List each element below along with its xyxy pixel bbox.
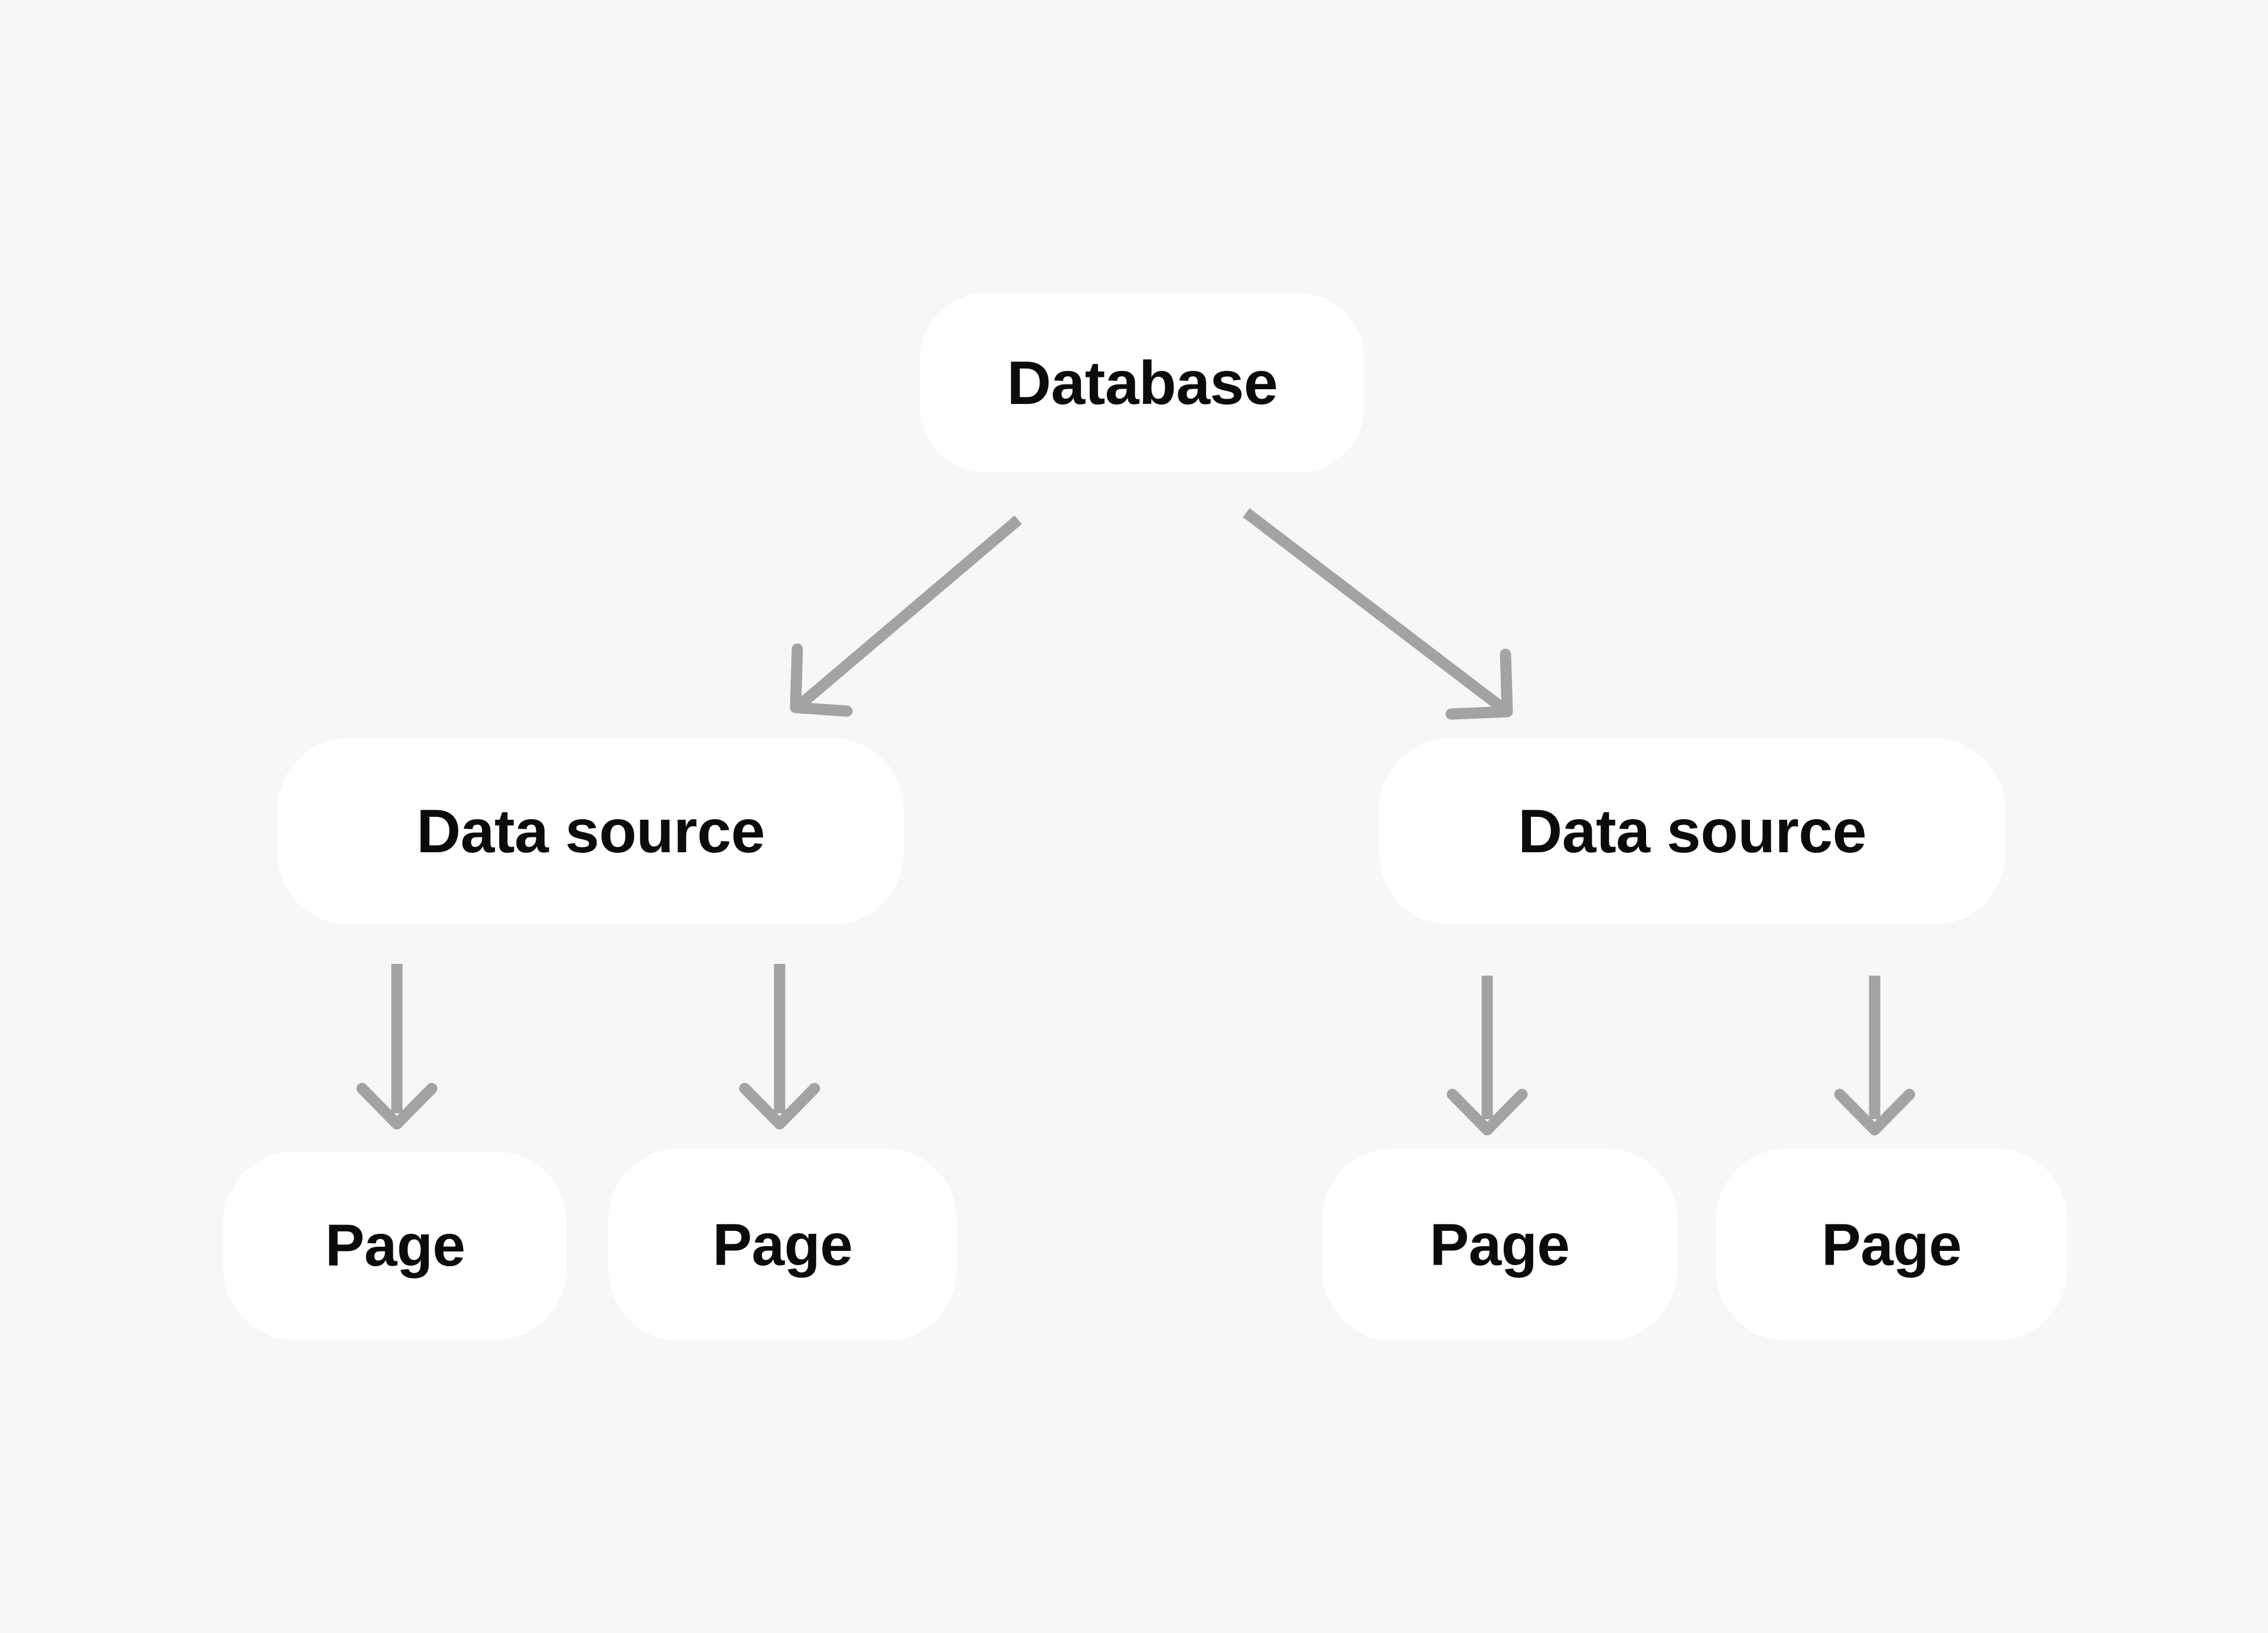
edge-database-to-data-source-left: [790, 515, 1022, 717]
node-page-2-label: Page: [712, 1211, 853, 1278]
node-data-source-left-label: Data source: [416, 797, 765, 866]
edge-data-source-right-to-page-4: [1834, 976, 1915, 1136]
node-data-source-left[interactable]: Data source: [278, 738, 904, 924]
edge-database-to-data-source-right: [1243, 508, 1513, 720]
node-page-4-label: Page: [1821, 1211, 1962, 1278]
node-page-2[interactable]: Page: [608, 1149, 957, 1341]
node-page-4[interactable]: Page: [1716, 1149, 2067, 1341]
node-database-label: Database: [1006, 348, 1278, 418]
node-database[interactable]: Database: [920, 294, 1364, 472]
edge-data-source-left-to-page-1: [356, 964, 438, 1130]
node-page-1[interactable]: Page: [223, 1152, 567, 1339]
node-page-1-label: Page: [325, 1212, 465, 1279]
node-page-3-label: Page: [1429, 1211, 1570, 1278]
node-page-3[interactable]: Page: [1322, 1149, 1677, 1341]
node-data-source-right[interactable]: Data source: [1379, 738, 2005, 924]
edge-data-source-right-to-page-3: [1446, 976, 1528, 1136]
edge-data-source-left-to-page-2: [739, 964, 820, 1130]
node-data-source-right-label: Data source: [1518, 797, 1866, 866]
